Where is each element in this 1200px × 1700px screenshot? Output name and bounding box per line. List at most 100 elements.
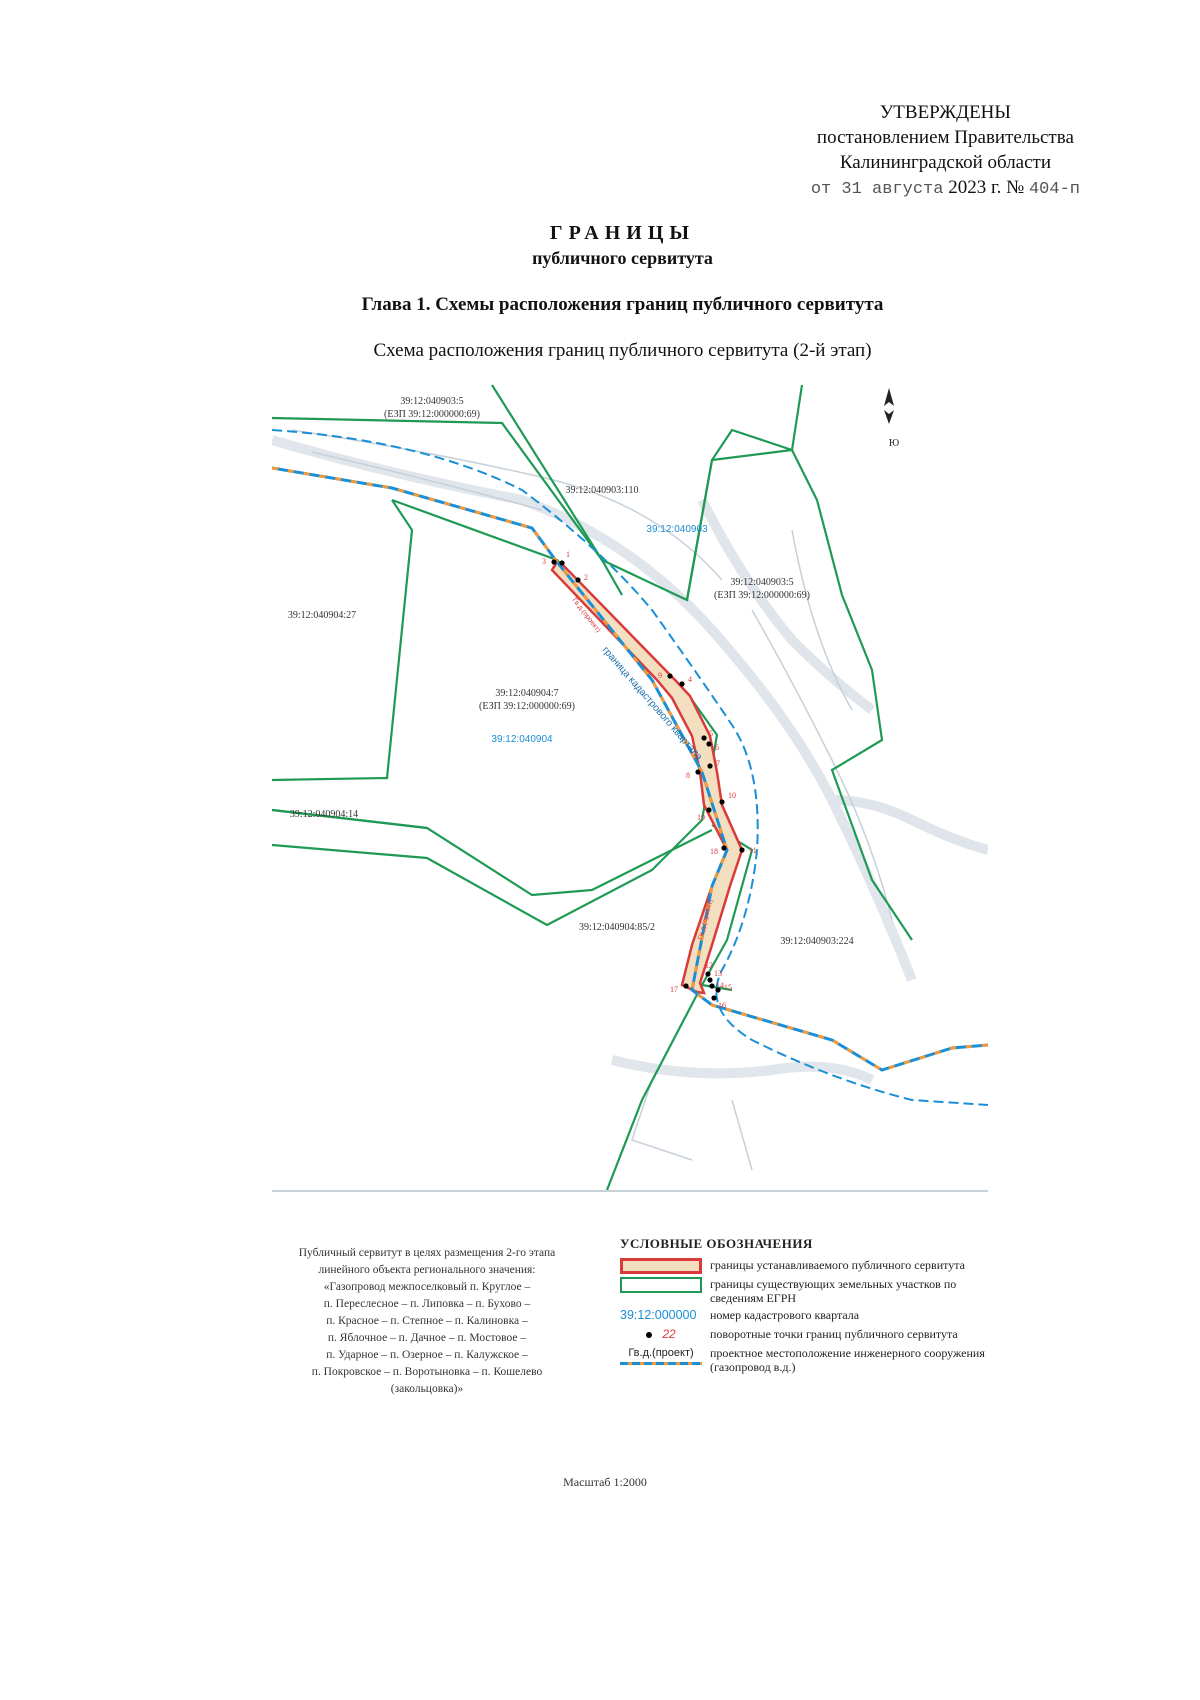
approval-date: от 31 августа — [810, 180, 944, 199]
parcel-label: 39:12:040904:85/2 — [579, 922, 655, 933]
legend-title: УСЛОВНЫЕ ОБОЗНАЧЕНИЯ — [620, 1236, 813, 1251]
turning-point-marker — [667, 673, 673, 679]
quarter-boundary-line — [272, 429, 988, 1106]
parcel-border-040904-85-2 — [272, 808, 428, 830]
approval-block: УТВЕРЖДЕНЫ постановлением Правительства … — [811, 100, 1080, 202]
turning-point-label: 9 — [658, 671, 662, 680]
approval-year: 2023 г. № — [948, 177, 1025, 198]
turning-point-label: 10 — [728, 791, 736, 800]
approval-number: 404-п — [1028, 180, 1080, 199]
parcel-label: (ЕЗП 39:12:000000:69) — [714, 590, 810, 601]
turning-point-marker — [701, 735, 707, 741]
document-subtitle: публичного сервитута — [532, 248, 713, 268]
legend-item-points: 22 поворотные точки границ публичного се… — [620, 1327, 990, 1343]
approval-title: УТВЕРЖДЕНЫ — [879, 102, 1011, 123]
gas-symbol-label: Гв.д.(проект) — [628, 1347, 694, 1359]
legend-item-quarter: 39:12:000000 номер кадастрового квартала — [620, 1308, 990, 1324]
legend-text: проектное местоположение инженерного соо… — [710, 1346, 985, 1374]
turning-point-label: 3 — [542, 557, 546, 566]
map-bottom-frame — [272, 1190, 988, 1192]
turning-point-marker — [706, 741, 712, 747]
approval-line-2: Калининградской области — [839, 152, 1052, 173]
legend-item-gas: Гв.д.(проект) проектное местоположение и… — [620, 1346, 990, 1374]
turning-point-marker — [706, 807, 712, 813]
map-legend: УСЛОВНЫЕ ОБОЗНАЧЕНИЯ границы устанавлива… — [620, 1236, 990, 1377]
purpose-line: линейного объекта регионального значения… — [318, 1264, 536, 1276]
parcel-border-040904-27 — [272, 499, 414, 782]
turning-point-label: 15 — [724, 983, 732, 992]
turning-point-label: 6 — [715, 743, 719, 752]
turning-point-label: 14 — [716, 981, 724, 990]
purpose-line: «Газопровод межпоселковый п. Круглое – — [323, 1281, 531, 1293]
purpose-line: п. Красное – п. Степное – п. Калиновка – — [326, 1315, 528, 1327]
approval-date-line: от 31 августа 2023 г. № 404-п — [811, 175, 1080, 202]
turning-point-marker — [709, 983, 715, 989]
turning-point-label: 4 — [688, 675, 692, 684]
gas-line-swatch-icon: Гв.д.(проект) — [620, 1346, 702, 1365]
purpose-line: (закольцовка)» — [390, 1383, 464, 1395]
parcel-border-040903-5-east — [685, 428, 913, 941]
turning-point-marker — [705, 971, 711, 977]
turning-point-marker — [711, 995, 717, 1001]
parcel-label: 39:12:040903:110 — [566, 485, 639, 496]
turning-point-label: 17 — [670, 985, 678, 994]
purpose-line: п. Переслесное – п. Липовка – п. Бухово … — [323, 1298, 531, 1310]
legend-item-parcels: границы существующих земельных участков … — [620, 1277, 990, 1305]
turning-point-marker — [739, 847, 745, 853]
turning-point-label: 8 — [686, 771, 690, 780]
parcel-label: 39:12:040903:5 — [730, 577, 793, 588]
quarter-label: 39:12:040904 — [491, 734, 553, 745]
turning-point-label: 1 — [566, 550, 570, 559]
south-label: Ю — [889, 438, 899, 449]
legend-item-servitude: границы устанавливаемого публичного серв… — [620, 1258, 990, 1274]
base-map-details — [291, 429, 893, 1171]
turning-point-label: 11 — [749, 846, 757, 855]
turning-point-marker — [683, 983, 689, 989]
parcel-label: (ЕЗП 39:12:000000:69) — [479, 701, 575, 712]
purpose-line: п. Покровское – п. Воротыновка – п. Коше… — [311, 1366, 543, 1378]
north-arrow: С Ю — [884, 380, 899, 449]
legend-text: границы устанавливаемого публичного серв… — [710, 1258, 965, 1272]
parcel-label: 39:12:040904:7 — [495, 688, 558, 699]
parcel-label: (ЕЗП 39:12:000000:69) — [384, 409, 480, 420]
parcel-label: 39:12:040904:14 — [290, 809, 358, 820]
turning-point-marker — [721, 845, 727, 851]
legend-text: номер кадастрового квартала — [710, 1308, 860, 1322]
turning-point-marker — [707, 977, 713, 983]
turning-point-marker — [559, 560, 565, 566]
servitude-swatch-icon — [620, 1258, 702, 1274]
turning-point-label: 12 — [705, 961, 713, 970]
parcel-label: 39:12:040903:224 — [780, 936, 853, 947]
north-arrow-icon — [884, 388, 894, 406]
turning-point-marker — [707, 763, 713, 769]
base-map-roads — [272, 435, 988, 1085]
parcel-border-040904-14 — [272, 808, 713, 897]
parcel-border-main-east — [605, 824, 754, 1190]
gas-pipeline — [272, 466, 988, 1072]
approval-line-1: постановлением Правительства — [816, 127, 1074, 148]
turning-point-marker — [679, 681, 685, 687]
turning-point-label: 13 — [714, 969, 722, 978]
south-arrow-icon — [884, 410, 894, 424]
north-label: С — [886, 380, 893, 383]
map-scale: Масштаб 1:2000 — [563, 1475, 647, 1489]
document-title: ГРАНИЦЫ — [549, 222, 696, 244]
turning-point-label: 7 — [716, 759, 720, 768]
purpose-line: п. Ударное – п. Озерное – п. Калужское – — [326, 1349, 528, 1361]
turning-point-label: 2 — [584, 573, 588, 582]
quarter-code-sample: 39:12:000000 — [620, 1308, 697, 1322]
legend-text: поворотные точки границ публичного серви… — [710, 1327, 958, 1341]
turning-point-marker — [575, 577, 581, 583]
parcel-border-040903-5-north — [272, 416, 623, 596]
turning-point-label: 18 — [710, 847, 718, 856]
point-number-sample: 22 — [662, 1327, 676, 1341]
purpose-line: Публичный сервитут в целях размещения 2-… — [298, 1247, 556, 1259]
purpose-line: п. Яблочное – п. Дачное – п. Мостовое – — [327, 1332, 527, 1344]
legend-text: границы существующих земельных участков … — [710, 1277, 957, 1305]
turning-point-marker — [695, 769, 701, 775]
turning-point-marker — [715, 987, 721, 993]
turning-point-label: 5 — [709, 729, 713, 738]
servitude-purpose: Публичный сервитут в целях размещения 2-… — [272, 1245, 582, 1398]
